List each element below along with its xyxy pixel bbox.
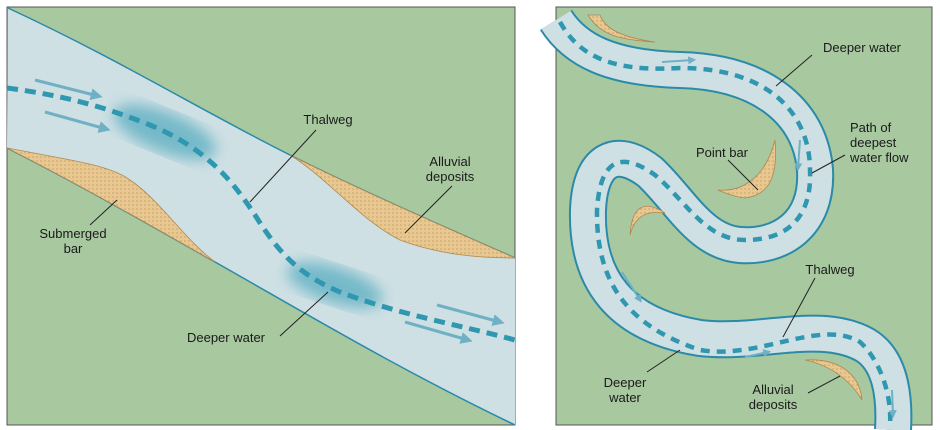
leader-line bbox=[279, 291, 329, 337]
flow-arrow bbox=[744, 349, 772, 358]
label-path-of: Path of bbox=[850, 120, 892, 135]
label-deepest: deepest bbox=[850, 135, 897, 150]
label-submerged: Submerged bbox=[39, 226, 106, 241]
alluvial-deposits-bottom bbox=[804, 359, 863, 401]
label-alluvial: Alluvial bbox=[752, 382, 793, 397]
leader-line bbox=[775, 54, 813, 87]
label-bar: bar bbox=[64, 241, 83, 256]
label-water-flow: water flow bbox=[849, 150, 909, 165]
thalweg-line bbox=[558, 20, 893, 426]
leader-line bbox=[782, 277, 816, 338]
alluvial-deposits-top bbox=[587, 14, 656, 43]
label-deposits: deposits bbox=[426, 169, 475, 184]
submerged-bar bbox=[6, 147, 216, 263]
alluvial-deposits bbox=[289, 154, 516, 259]
flow-arrow bbox=[621, 271, 642, 303]
deeper-water-area bbox=[287, 261, 383, 309]
leader-line bbox=[249, 129, 317, 203]
label-alluvial: Alluvial bbox=[429, 154, 470, 169]
point-bar bbox=[717, 139, 776, 199]
label-water: water bbox=[608, 390, 641, 405]
leader-line bbox=[89, 199, 118, 226]
meandering-channel-panel: Deeper water Path of deepest water flow … bbox=[539, 6, 933, 430]
label-deeper-water-top: Deeper water bbox=[823, 40, 902, 55]
label-deposits: deposits bbox=[749, 397, 798, 412]
flow-arrow bbox=[436, 303, 505, 326]
leader-line bbox=[727, 159, 759, 191]
label-deeper: Deeper bbox=[604, 375, 647, 390]
flow-arrow bbox=[404, 320, 473, 344]
leader-line bbox=[811, 154, 846, 174]
flow-arrow bbox=[794, 139, 803, 172]
leader-line bbox=[646, 349, 681, 373]
flow-arrow bbox=[888, 389, 897, 419]
flow-arrow bbox=[44, 110, 111, 133]
deposit bbox=[629, 205, 666, 236]
flow-arrow bbox=[34, 78, 103, 101]
label-thalweg: Thalweg bbox=[805, 262, 854, 277]
label-thalweg: Thalweg bbox=[303, 112, 352, 127]
straight-channel-panel: Thalweg Alluvial deposits Submerged bar … bbox=[6, 6, 516, 426]
label-deeper-water: Deeper water bbox=[187, 330, 266, 345]
leader-line bbox=[807, 375, 841, 394]
thalweg-line bbox=[6, 85, 516, 343]
leader-line bbox=[404, 185, 453, 234]
flow-arrow bbox=[661, 56, 697, 65]
label-point-bar: Point bar bbox=[696, 145, 749, 160]
